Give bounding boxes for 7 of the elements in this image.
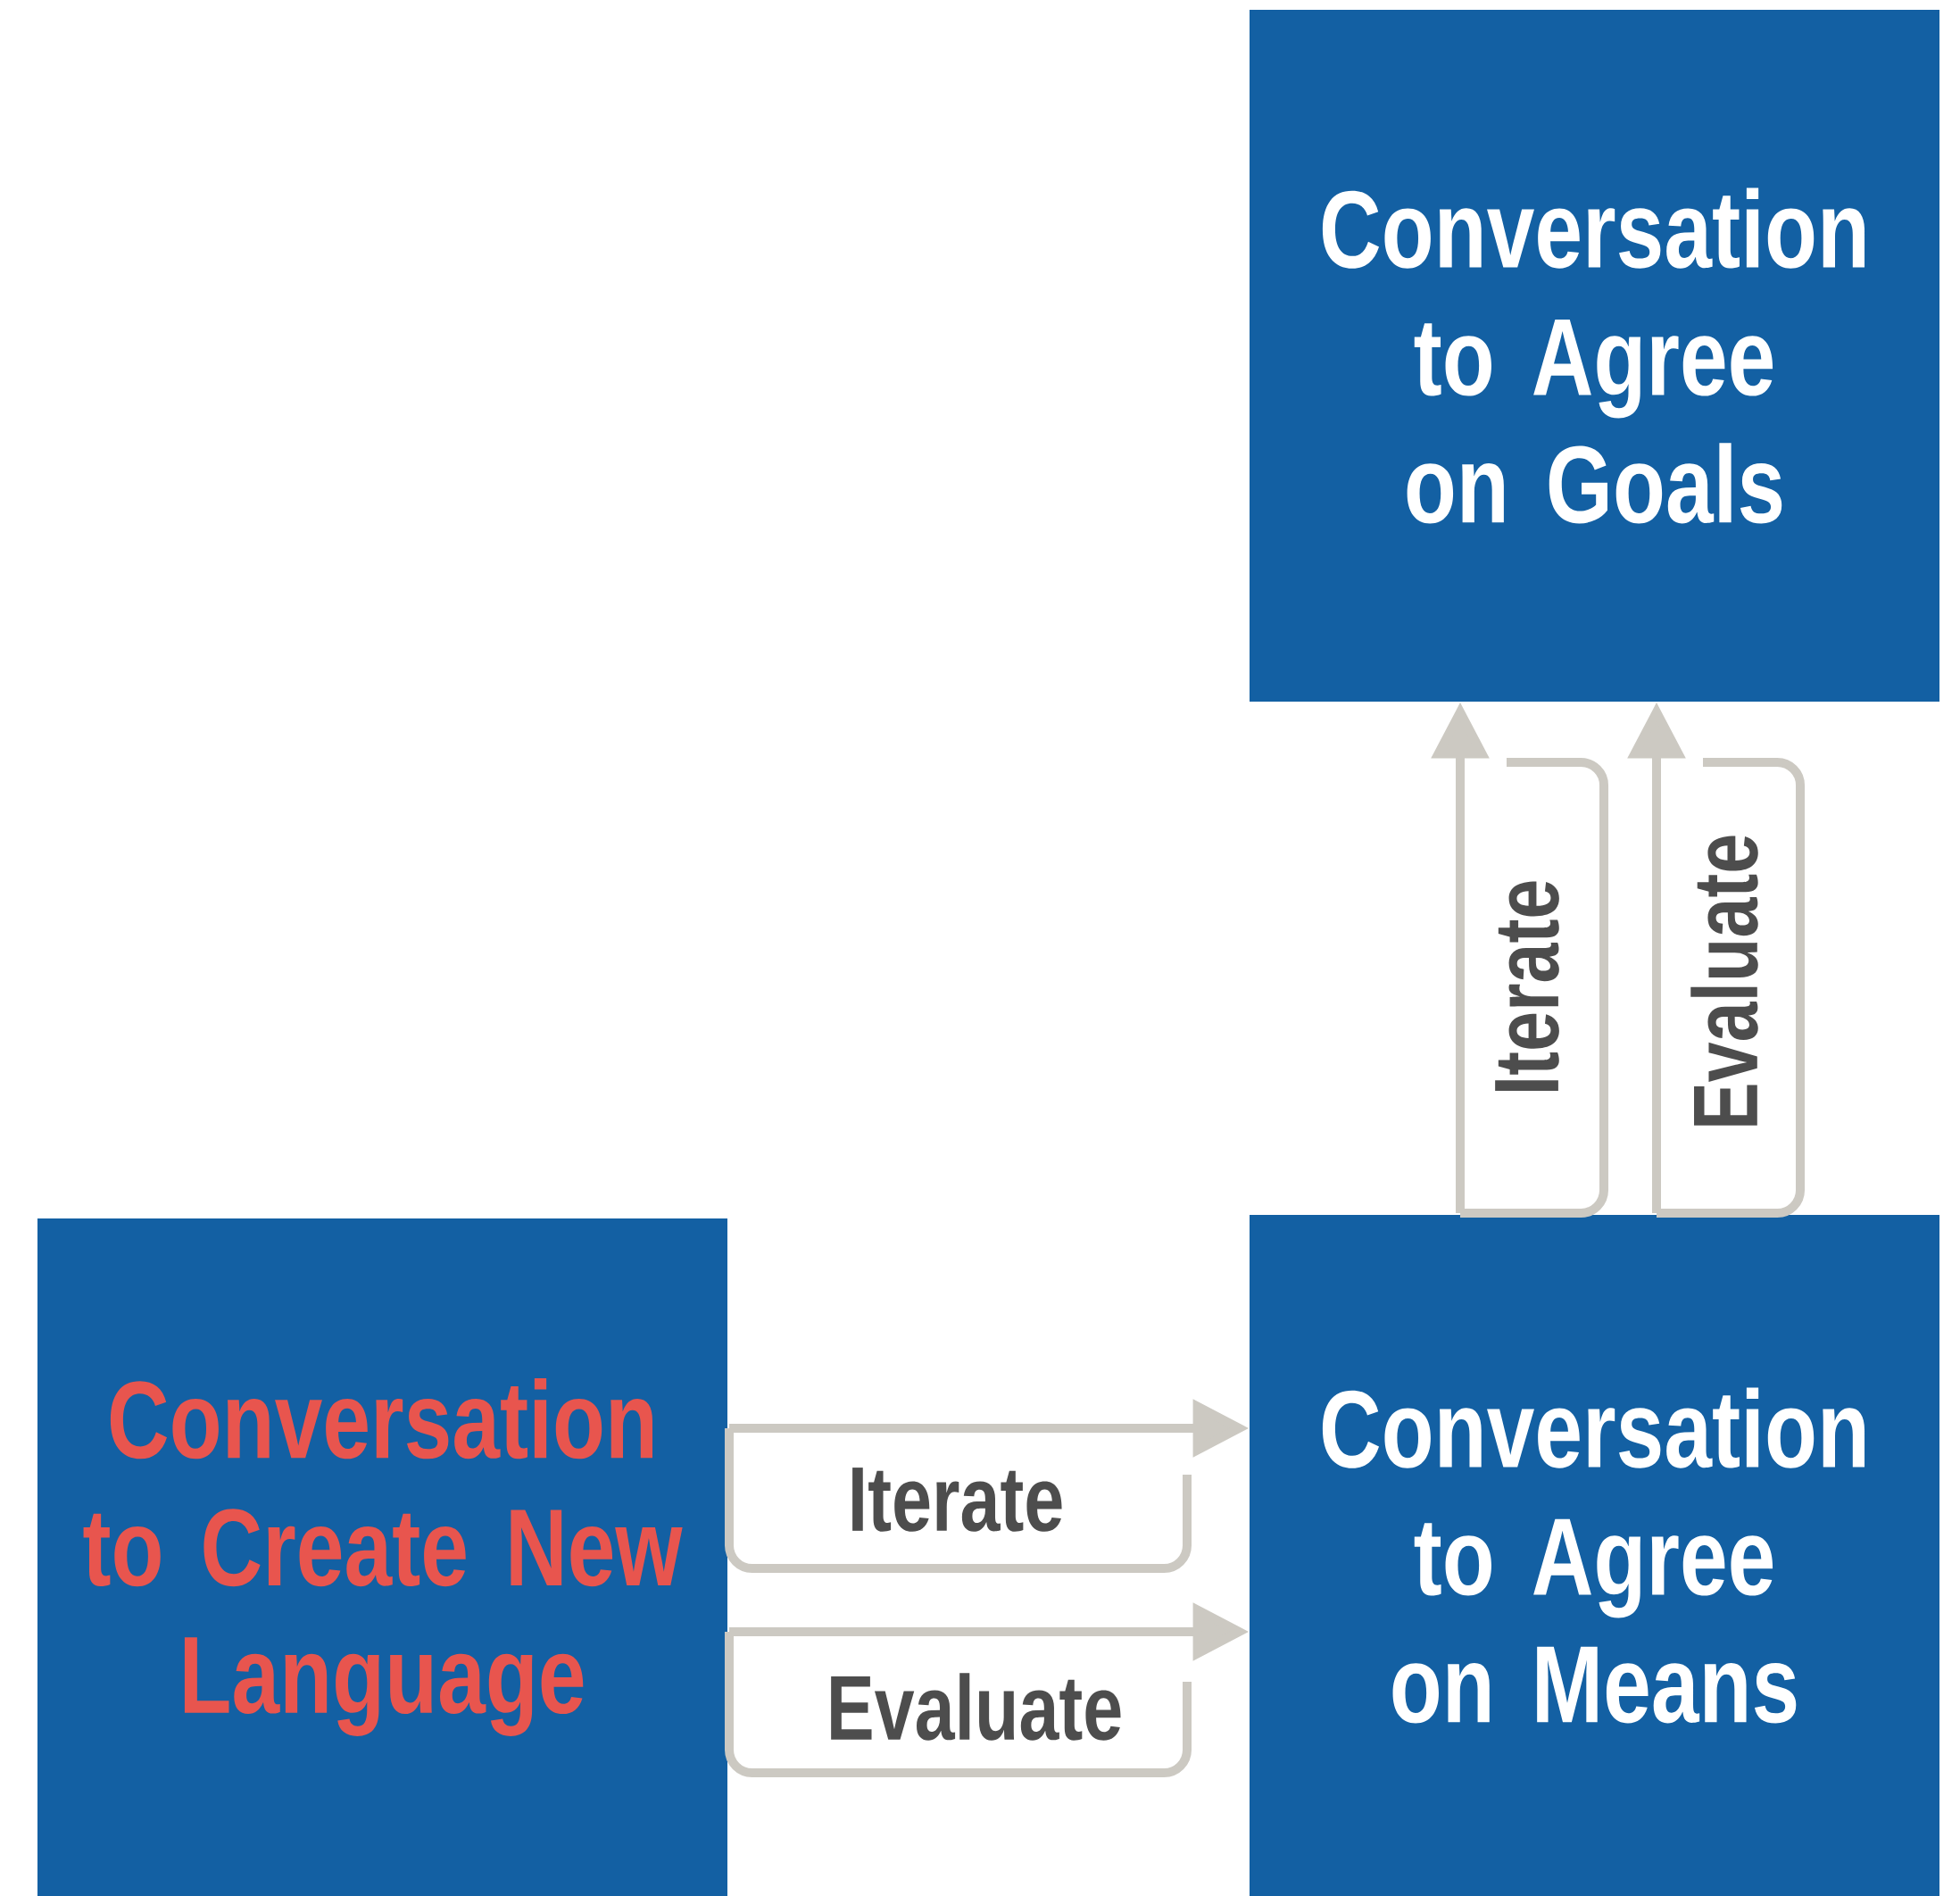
text-box: Conversation to Agree on Goals xyxy=(1250,10,1939,702)
edge-label: Evaluate xyxy=(831,1673,1121,1741)
edge-label: Evaluate xyxy=(1690,836,1758,1126)
text-box: Conversation to Agree on Means xyxy=(1250,1214,1939,1896)
edge-label: Iterate xyxy=(852,1468,1062,1532)
text-box: Conversation to Create New Language xyxy=(37,1218,727,1896)
edge-label: Iterate xyxy=(1495,881,1559,1091)
